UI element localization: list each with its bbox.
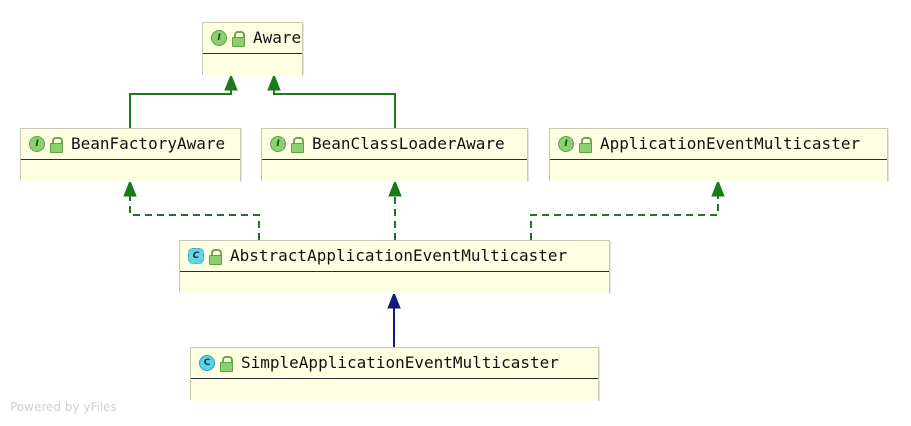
class-icon: C	[199, 355, 215, 371]
uml-node-header: C SimpleApplicationEventMulticaster	[191, 348, 598, 379]
interface-icon: I	[558, 136, 574, 152]
lock-icon	[219, 356, 233, 372]
uml-node-bean-factory-aware[interactable]: I BeanFactoryAware	[20, 128, 241, 182]
uml-node-title: BeanFactoryAware	[71, 134, 226, 153]
uml-node-title: ApplicationEventMulticaster	[600, 134, 861, 153]
interface-icon: I	[270, 136, 286, 152]
uml-node-simple-application-event-multicaster[interactable]: C SimpleApplicationEventMulticaster	[190, 347, 599, 401]
lock-icon	[231, 31, 245, 47]
lock-icon	[578, 137, 592, 153]
yfiles-watermark: Powered by yFiles	[10, 400, 117, 414]
edge-simple-extends-abstract	[387, 291, 401, 347]
uml-node-title: SimpleApplicationEventMulticaster	[241, 353, 559, 372]
uml-node-header: I BeanClassLoaderAware	[262, 129, 527, 160]
edge-bean-factory-aware-extends-aware	[129, 73, 238, 128]
lock-icon	[290, 137, 304, 153]
uml-node-members	[550, 160, 887, 182]
edge-abstract-impl-bean-class-loader-aware	[388, 179, 402, 240]
uml-node-members	[191, 379, 598, 401]
edge-bean-class-loader-aware-extends-aware	[267, 73, 396, 128]
lock-icon	[49, 137, 63, 153]
uml-node-title: Aware	[253, 28, 302, 47]
uml-node-title: BeanClassLoaderAware	[312, 134, 505, 153]
uml-node-header: I BeanFactoryAware	[21, 129, 240, 160]
uml-node-header: I Aware	[203, 23, 302, 54]
uml-node-header: C AbstractApplicationEventMulticaster	[180, 241, 609, 272]
uml-node-members	[21, 160, 240, 182]
uml-node-header: I ApplicationEventMulticaster	[550, 129, 887, 160]
edge-abstract-impl-application-event-multicaster	[530, 179, 725, 240]
interface-icon: I	[211, 30, 227, 46]
uml-node-members	[203, 54, 302, 76]
edge-abstract-impl-bean-factory-aware	[123, 179, 260, 240]
abstract-class-icon: C	[188, 248, 204, 264]
uml-node-members	[262, 160, 527, 182]
uml-node-members	[180, 272, 609, 294]
uml-node-application-event-multicaster[interactable]: I ApplicationEventMulticaster	[549, 128, 888, 182]
uml-node-title: AbstractApplicationEventMulticaster	[230, 246, 568, 265]
uml-node-abstract-application-event-multicaster[interactable]: C AbstractApplicationEventMulticaster	[179, 240, 610, 294]
lock-icon	[208, 249, 222, 265]
uml-node-bean-class-loader-aware[interactable]: I BeanClassLoaderAware	[261, 128, 528, 182]
uml-node-aware[interactable]: I Aware	[202, 22, 303, 76]
interface-icon: I	[29, 136, 45, 152]
